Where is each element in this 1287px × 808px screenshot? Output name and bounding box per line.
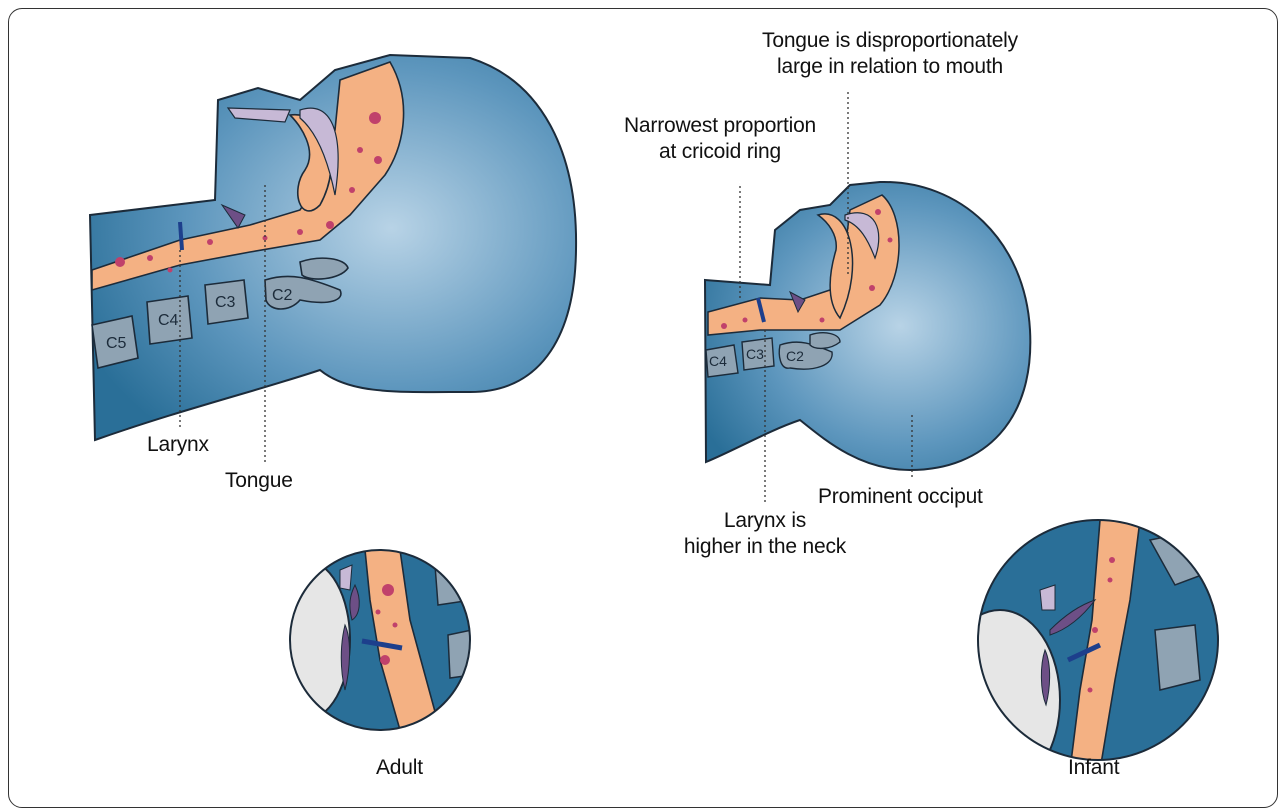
narrowest-label-line2: at cricoid ring: [600, 139, 840, 165]
adult-caption: Adult: [376, 755, 423, 781]
adult-vocal-cord: [180, 222, 182, 250]
tongue-size-label: Tongue is disproportionately large in re…: [730, 28, 1050, 80]
adult-c2-label: C2: [272, 287, 293, 304]
adult-head: C5 C4 C3 C2: [90, 55, 576, 462]
adult-c4-label: C4: [158, 312, 179, 329]
infant-larynx-label-line2: higher in the neck: [660, 534, 870, 560]
occiput-label: Prominent occiput: [818, 484, 983, 510]
narrowest-label: Narrowest proportion at cricoid ring: [600, 113, 840, 165]
adult-larynx-label: Larynx: [147, 432, 209, 458]
adult-c5-label: C5: [106, 335, 127, 352]
infant-c2-label: C2: [786, 348, 804, 364]
tongue-size-label-line1: Tongue is disproportionately: [730, 28, 1050, 54]
narrowest-label-line1: Narrowest proportion: [600, 113, 840, 139]
infant-c4-label: C4: [709, 353, 727, 369]
infant-c3-label: C3: [746, 346, 764, 362]
infant-caption: Infant: [1068, 755, 1119, 781]
infant-larynx-label: Larynx is higher in the neck: [660, 508, 870, 560]
infant-larynx-label-line1: Larynx is: [660, 508, 870, 534]
tongue-size-label-line2: large in relation to mouth: [730, 54, 1050, 80]
infant-closeup: [940, 520, 1225, 777]
adult-closeup: [260, 550, 472, 730]
adult-c3-label: C3: [215, 294, 236, 311]
adult-tongue-label: Tongue: [225, 468, 293, 494]
